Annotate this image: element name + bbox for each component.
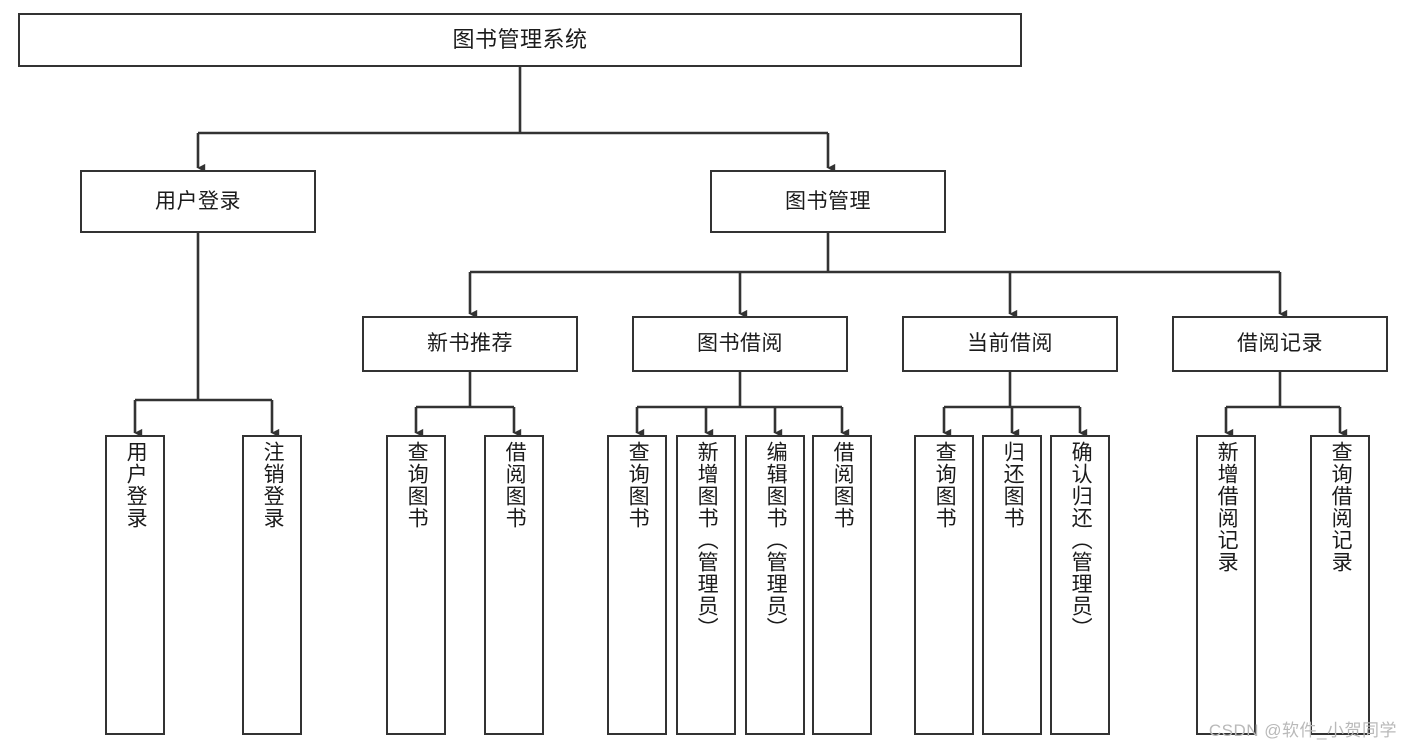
node-label-leaf-query-book-borrow: 查询图书 [626,441,650,529]
node-label-leaf-confirm-return-admin: 确认归还（管理员） [1069,441,1093,639]
node-label-user-login: 用户登录 [155,189,241,213]
node-borrow-record[interactable]: 借阅记录 [1172,316,1388,372]
node-root[interactable]: 图书管理系统 [18,13,1022,67]
node-label-leaf-query-book-rec: 查询图书 [405,441,429,529]
node-book-borrow[interactable]: 图书借阅 [632,316,848,372]
node-leaf-confirm-return-admin[interactable]: 确认归还（管理员） [1050,435,1110,735]
node-leaf-edit-book-admin[interactable]: 编辑图书（管理员） [745,435,805,735]
node-label-book-borrow: 图书借阅 [697,332,783,356]
node-leaf-query-book-current[interactable]: 查询图书 [914,435,974,735]
node-new-book-recommend[interactable]: 新书推荐 [362,316,578,372]
node-label-leaf-query-book-current: 查询图书 [933,441,957,529]
watermark: CSDN @软件_小贺同学 [1208,721,1397,740]
node-book-management[interactable]: 图书管理 [710,170,946,233]
node-label-leaf-edit-book-admin: 编辑图书（管理员） [764,441,788,639]
node-label-new-book-recommend: 新书推荐 [427,332,513,356]
node-label-leaf-user-logout: 注销登录 [261,441,285,529]
node-user-login[interactable]: 用户登录 [80,170,316,233]
node-leaf-return-book[interactable]: 归还图书 [982,435,1042,735]
node-label-leaf-borrow-book-rec: 借阅图书 [503,441,527,529]
node-label-leaf-user-login: 用户登录 [124,441,148,529]
node-leaf-query-book-rec[interactable]: 查询图书 [386,435,446,735]
node-leaf-add-book-admin[interactable]: 新增图书（管理员） [676,435,736,735]
node-leaf-user-logout[interactable]: 注销登录 [242,435,302,735]
node-label-leaf-return-book: 归还图书 [1001,441,1025,529]
node-label-leaf-query-borrow-record: 查询借阅记录 [1329,441,1353,573]
node-leaf-add-borrow-record[interactable]: 新增借阅记录 [1196,435,1256,735]
node-label-leaf-borrow-book: 借阅图书 [831,441,855,529]
node-label-borrow-record: 借阅记录 [1237,332,1323,356]
node-leaf-borrow-book-rec[interactable]: 借阅图书 [484,435,544,735]
node-label-root: 图书管理系统 [452,26,588,52]
node-leaf-query-book-borrow[interactable]: 查询图书 [607,435,667,735]
node-label-leaf-add-book-admin: 新增图书（管理员） [695,441,719,639]
node-label-book-management: 图书管理 [785,189,871,213]
node-leaf-user-login[interactable]: 用户登录 [105,435,165,735]
node-label-current-borrow: 当前借阅 [967,332,1053,356]
node-current-borrow[interactable]: 当前借阅 [902,316,1118,372]
node-leaf-borrow-book[interactable]: 借阅图书 [812,435,872,735]
node-leaf-query-borrow-record[interactable]: 查询借阅记录 [1310,435,1370,735]
node-label-leaf-add-borrow-record: 新增借阅记录 [1215,441,1239,573]
